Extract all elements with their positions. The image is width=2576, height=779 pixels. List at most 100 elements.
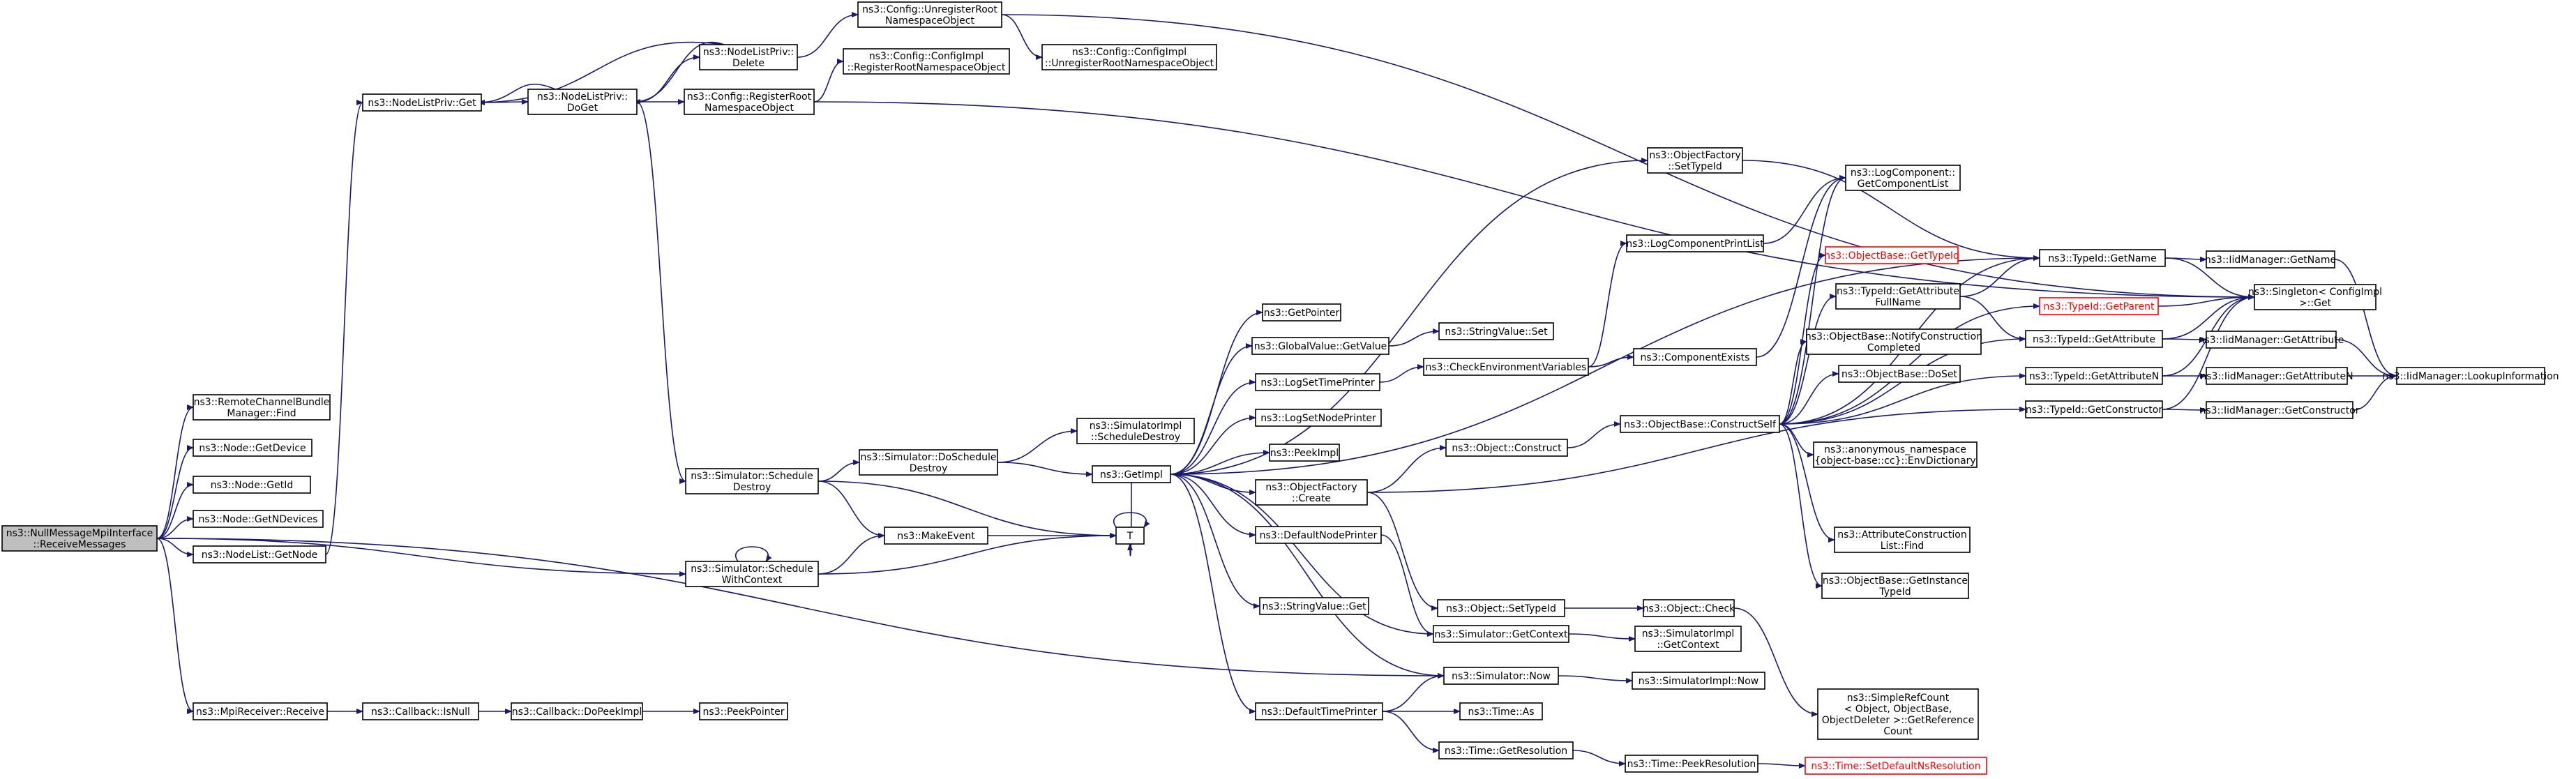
node-label: ns3::ObjectBase::DoSet <box>1841 369 1957 380</box>
node-log-node[interactable]: ns3::LogSetNodePrinter <box>1255 409 1382 427</box>
node-node-getdevice[interactable]: ns3::Node::GetDevice <box>193 439 312 457</box>
node-getimpl[interactable]: ns3::GetImpl <box>1092 465 1171 483</box>
node-logcomp-getlist[interactable]: ns3::LogComponent::GetComponentList <box>1845 165 1961 191</box>
node-of-settypeid[interactable]: ns3::ObjectFactory::SetTypeId <box>1647 147 1743 174</box>
node-nodelist-getnode[interactable]: ns3::NodeList::GetNode <box>193 545 326 564</box>
edge-check_env-to-comp_exists <box>1588 354 1634 368</box>
edge-getimpl-to-fn_t <box>1127 482 1133 557</box>
node-simimpl-getcontext[interactable]: ns3::SimulatorImpl::GetContext <box>1634 626 1742 652</box>
node-iid-getattributen[interactable]: ns3::IidManager::GetAttributeN <box>2200 367 2353 385</box>
node-simimpl-now[interactable]: ns3::SimulatorImpl::Now <box>1632 672 1765 690</box>
node-node-getid[interactable]: ns3::Node::GetId <box>193 476 311 494</box>
node-label: ns3::Simulator::Now <box>1452 671 1551 682</box>
node-label: FullName <box>1875 297 1920 308</box>
node-nlp-get[interactable]: ns3::NodeListPriv::Get <box>362 93 482 112</box>
node-comp-exists[interactable]: ns3::ComponentExists <box>1633 348 1757 366</box>
node-time-as[interactable]: ns3::Time::As <box>1459 702 1543 720</box>
node-tid-getattribute[interactable]: ns3::TypeId::GetAttribute <box>2025 330 2163 348</box>
node-label: ns3::SimpleRefCount <box>1847 693 1950 704</box>
edge-of_create-to-obj_settypeid <box>1366 492 1438 611</box>
node-tid-getattributen[interactable]: ns3::TypeId::GetAttributeN <box>2025 367 2163 385</box>
node-sv-set[interactable]: ns3::StringValue::Set <box>1438 322 1554 340</box>
node-obj-settypeid[interactable]: ns3::Object::SetTypeId <box>1437 599 1565 617</box>
node-fn-t[interactable]: T <box>1115 527 1145 545</box>
node-label: Manager::Find <box>227 408 296 419</box>
node-sched-destroy[interactable]: ns3::Simulator::ScheduleDestroy <box>685 468 819 494</box>
node-iid-getattribute[interactable]: ns3::IidManager::GetAttribute <box>2199 331 2344 349</box>
node-make-event[interactable]: ns3::MakeEvent <box>884 527 988 545</box>
node-cfgimpl-unreg[interactable]: ns3::Config::ConfigImpl::UnregisterRootN… <box>1041 44 1217 70</box>
node-nlp-delete[interactable]: ns3::NodeListPriv::Delete <box>699 44 798 70</box>
node-label: ns3::Time::SetDefaultNsResolution <box>1811 761 1980 772</box>
node-label: ns3::Simulator::DoSchedule <box>861 452 997 463</box>
node-iid-lookup[interactable]: ns3::IidManager::LookupInformation <box>2382 367 2559 385</box>
node-label: ns3::Node::GetDevice <box>199 443 306 454</box>
node-label: ns3::IidManager::GetAttribute <box>2199 335 2344 346</box>
edge-getimpl-to-sim_now <box>1170 474 1445 679</box>
node-gv-getvalue[interactable]: ns3::GlobalValue::GetValue <box>1251 337 1389 355</box>
edge-cfg_reg-to-singleton_get <box>813 101 2255 300</box>
node-time-getres[interactable]: ns3::Time::GetResolution <box>1438 741 1574 759</box>
edge-sched_destroy-to-make_event <box>818 481 885 538</box>
node-iid-getconstructor[interactable]: ns3::IidManager::GetConstructor <box>2199 401 2360 419</box>
node-time-peekres[interactable]: ns3::Time::PeekResolution <box>1625 755 1758 773</box>
node-default-time-printer[interactable]: ns3::DefaultTimePrinter <box>1255 702 1383 720</box>
node-iid-getname[interactable]: ns3::IidManager::GetName <box>2205 250 2336 269</box>
node-peekpointer[interactable]: ns3::PeekPointer <box>699 702 788 720</box>
edge-getimpl-to-gv_getvalue <box>1170 343 1253 475</box>
node-nlp-doget[interactable]: ns3::NodeListPriv::DoGet <box>527 89 638 115</box>
node-ob-notify[interactable]: ns3::ObjectBase::NotifyConstructionCompl… <box>1805 328 1982 355</box>
node-sv-get[interactable]: ns3::StringValue::Get <box>1259 597 1369 615</box>
node-label: ns3::ComponentExists <box>1641 352 1750 363</box>
node-peekimpl[interactable]: ns3::PeekImpl <box>1269 444 1340 462</box>
node-ob-constructself[interactable]: ns3::ObjectBase::ConstructSelf <box>1620 415 1780 433</box>
edge-default_time_printer-to-time_getres <box>1382 711 1440 753</box>
node-label: ns3::NullMessageMpiInterface <box>6 528 153 539</box>
node-label: List::Find <box>1881 540 1925 552</box>
node-label: GetComponentList <box>1858 179 1949 190</box>
node-simpleref[interactable]: ns3::SimpleRefCount< Object, ObjectBase,… <box>1817 688 1979 740</box>
node-sim-getcontext[interactable]: ns3::Simulator::GetContext <box>1433 625 1569 643</box>
node-cb-dopeekimpl[interactable]: ns3::Callback::DoPeekImpl <box>511 702 643 720</box>
node-time-setdefault[interactable]: ns3::Time::SetDefaultNsResolution <box>1805 757 1987 775</box>
node-tid-getname[interactable]: ns3::TypeId::GetName <box>2039 249 2166 267</box>
node-label: ns3::Time::As <box>1468 706 1534 718</box>
node-sim-now[interactable]: ns3::Simulator::Now <box>1443 667 1559 685</box>
edge-ob_constructself-to-tid_getattr_fullname <box>1779 294 1837 425</box>
node-log-time[interactable]: ns3::LogSetTimePrinter <box>1255 373 1380 391</box>
edge-obj_construct-to-ob_constructself <box>1567 421 1621 448</box>
node-tid-getparent[interactable]: ns3::TypeId::GetParent <box>2039 297 2159 315</box>
node-cfg-reg[interactable]: ns3::Config::RegisterRootNamespaceObject <box>684 89 815 115</box>
node-ob-doset[interactable]: ns3::ObjectBase::DoSet <box>1838 365 1961 383</box>
node-ob-gettypeid[interactable]: ns3::ObjectBase::GetTypeId <box>1824 246 1959 264</box>
node-singleton-get[interactable]: ns3::Singleton< ConfigImpl>::Get <box>2248 284 2382 310</box>
node-label: ns3::StringValue::Get <box>1262 601 1366 612</box>
node-check-env[interactable]: ns3::CheckEnvironmentVariables <box>1423 358 1589 376</box>
node-obj-check[interactable]: ns3::Object::Check <box>1643 599 1735 617</box>
node-label: ns3::NodeListPriv::Get <box>368 98 476 109</box>
edge-getimpl-to-of_settypeid <box>1170 158 1648 475</box>
node-obj-construct[interactable]: ns3::Object::Construct <box>1445 439 1568 457</box>
node-of-create[interactable]: ns3::ObjectFactory::Create <box>1255 479 1368 506</box>
node-node-getndevices[interactable]: ns3::Node::GetNDevices <box>193 510 324 528</box>
node-root[interactable]: ns3::NullMessageMpiInterface::ReceiveMes… <box>1 525 158 552</box>
node-tid-getconstructor[interactable]: ns3::TypeId::GetConstructor <box>2025 400 2163 418</box>
node-mpi-receive[interactable]: ns3::MpiReceiver::Receive <box>193 702 328 720</box>
node-getpointer[interactable]: ns3::GetPointer <box>1262 303 1341 322</box>
edge-root-to-remote_find <box>156 404 194 539</box>
edge-iid_getattribute-to-iid_lookup <box>2335 339 2397 379</box>
node-anon-envdict[interactable]: ns3::anonymous_namespace{object-base::cc… <box>1813 441 1978 468</box>
node-cfg-unreg[interactable]: ns3::Config::UnregisterRootNamespaceObje… <box>857 1 1002 28</box>
node-label: ns3::DefaultTimePrinter <box>1261 706 1378 718</box>
node-simimpl-sched-destroy[interactable]: ns3::SimulatorImpl::ScheduleDestroy <box>1076 418 1195 444</box>
node-cb-isnull[interactable]: ns3::Callback::IsNull <box>362 702 479 720</box>
node-default-node-printer[interactable]: ns3::DefaultNodePrinter <box>1255 526 1382 544</box>
node-cfgimpl-reg[interactable]: ns3::Config::ConfigImpl::RegisterRootNam… <box>843 48 1010 75</box>
node-log-printlist[interactable]: ns3::LogComponentPrintList <box>1626 234 1764 252</box>
